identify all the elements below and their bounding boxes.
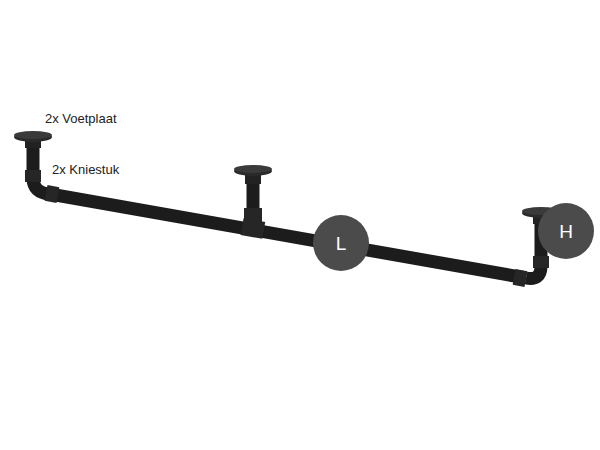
callout-letter: H (559, 222, 573, 241)
part-label: 2x Voetplaat (45, 111, 117, 127)
tee-fitting (241, 218, 266, 239)
elbow-fitting (533, 256, 549, 268)
elbow-fitting (25, 170, 41, 182)
callout-circle: H (538, 203, 594, 259)
flange-top (14, 131, 52, 139)
part-label: 2x Kniestuk (52, 162, 119, 178)
callout-circle: L (313, 215, 369, 271)
callout-letter: L (336, 234, 347, 253)
main-pipe (33, 142, 526, 278)
pipe-body (33, 142, 541, 279)
left-flange (14, 131, 52, 148)
flange-plate (14, 132, 52, 142)
elbow-fitting (45, 185, 60, 203)
elbow-fitting (513, 269, 528, 287)
flange-plate (234, 166, 272, 176)
middle-flange (234, 165, 272, 184)
flange-top (234, 165, 272, 173)
